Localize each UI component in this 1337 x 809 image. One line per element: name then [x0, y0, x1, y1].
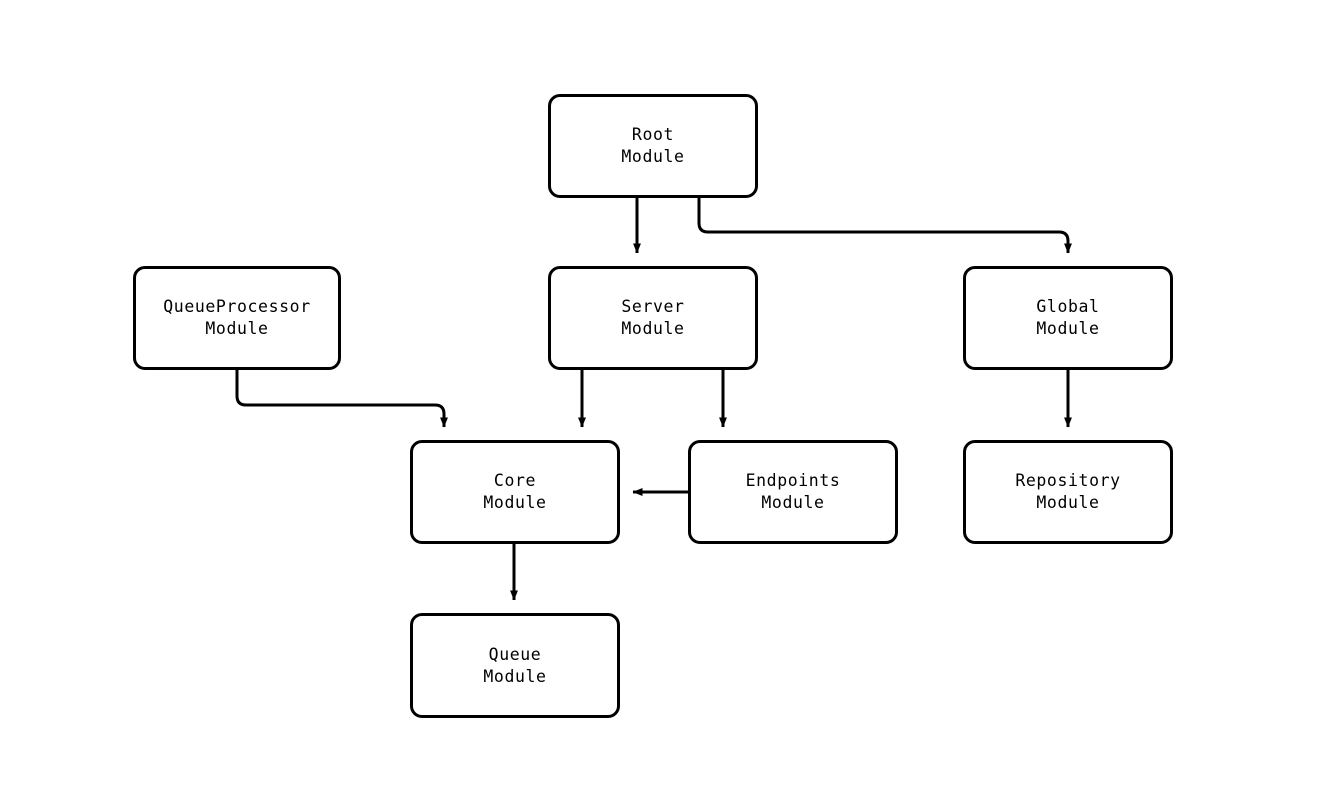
node-label-secondary: Module [1036, 319, 1100, 338]
edge-queueprocessor-to-core [235, 370, 448, 428]
node-label-primary: Repository [1015, 471, 1121, 490]
node-label-primary: Endpoints [745, 471, 841, 490]
node-label-secondary: Module [205, 319, 269, 338]
node-label-secondary: Module [483, 493, 547, 512]
node-label-secondary: Module [483, 666, 547, 686]
node-label-primary: Global [1036, 297, 1100, 316]
node-label-primary: Server [621, 297, 685, 316]
node-label-primary: QueueProcessor [163, 297, 311, 316]
node-label-primary: Core [493, 471, 537, 490]
node-label-primary: Root [631, 125, 675, 144]
node-label-secondary: Module [761, 493, 825, 512]
node-label-secondary: Module [621, 147, 685, 166]
node-label-primary: Queue [488, 644, 542, 664]
node-label-secondary: Module [621, 319, 685, 338]
node-label-secondary: Module [1036, 493, 1100, 512]
edge-root-to-global [697, 198, 1072, 254]
